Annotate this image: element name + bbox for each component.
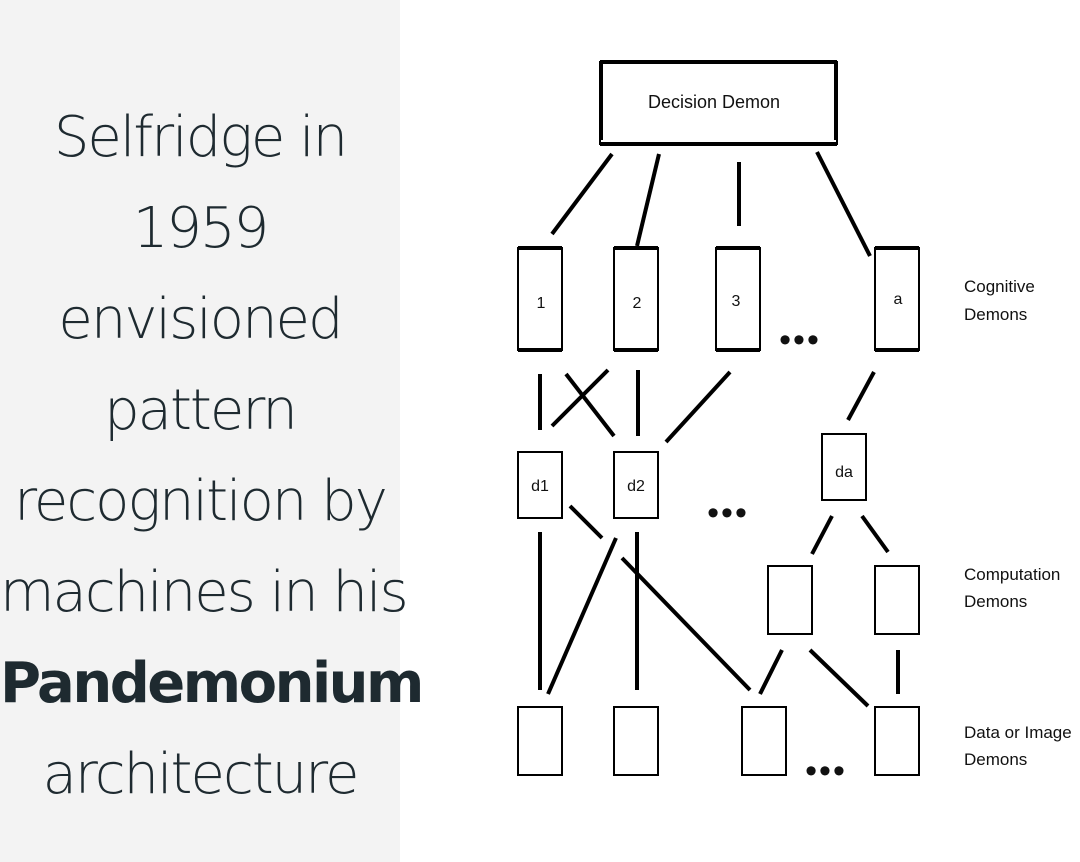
feature-demons-row: d1 d2 da ••• bbox=[517, 433, 867, 532]
cognitive-demon-1: 1 bbox=[517, 246, 563, 352]
cognitive-feature-links bbox=[538, 368, 876, 444]
caption-line-3: envisioned bbox=[58, 287, 343, 352]
label-computation-line-2: Demons bbox=[964, 592, 1027, 611]
feature-demon-d2-label: d2 bbox=[627, 478, 645, 495]
link-2-d1 bbox=[550, 368, 610, 428]
cognitive-demon-2: 2 bbox=[613, 246, 659, 352]
decision-links bbox=[550, 151, 872, 257]
caption-line-1: Selfridge in bbox=[53, 105, 348, 170]
caption-last-line: architecture bbox=[42, 742, 360, 807]
link-3-d2 bbox=[664, 370, 732, 444]
caption-line-2: 1959 bbox=[132, 196, 270, 261]
label-cognitive-line-2: Demons bbox=[964, 305, 1027, 324]
data-demon-1 bbox=[517, 706, 563, 776]
computation-demon-1 bbox=[767, 565, 813, 635]
cognitive-demon-2-label: 2 bbox=[633, 295, 642, 312]
cognitive-demon-a-label: a bbox=[894, 291, 903, 308]
data-demons-row: ••• bbox=[517, 706, 920, 790]
caption-line-5: recognition by bbox=[14, 469, 388, 534]
computation-demons-row bbox=[767, 565, 920, 635]
cognitive-demons-row: 1 2 3 a ••• bbox=[517, 246, 920, 359]
data-demon-4 bbox=[874, 706, 920, 776]
link-decision-a bbox=[815, 151, 872, 257]
feature-demon-d1: d1 bbox=[517, 451, 563, 519]
caption-bold-term: Pandemonium bbox=[0, 651, 424, 716]
decision-demon-box: Decision Demon bbox=[599, 60, 838, 146]
link-a-da bbox=[846, 371, 876, 421]
caption-panel bbox=[0, 0, 400, 862]
cognitive-demon-3-label: 3 bbox=[732, 293, 741, 310]
cognitive-demon-3: 3 bbox=[715, 246, 761, 352]
data-demon-2 bbox=[613, 706, 659, 776]
feature-computation-links bbox=[810, 514, 890, 555]
link-comp1-data4 bbox=[808, 648, 870, 708]
label-computation-line-1: Computation bbox=[964, 565, 1060, 584]
caption-line-4: pattern bbox=[104, 378, 298, 443]
level-labels: Cognitive Demons Computation Demons Data… bbox=[964, 277, 1072, 769]
link-1-d2 bbox=[564, 372, 616, 438]
cognitive-demon-1-frame bbox=[517, 247, 563, 351]
link-decision-1 bbox=[550, 152, 614, 236]
caption-line-6: machines in his bbox=[0, 560, 409, 625]
link-d2-data3 bbox=[620, 556, 752, 692]
label-data-line-1: Data or Image bbox=[964, 723, 1072, 742]
feature-demon-da-label: da bbox=[835, 464, 853, 481]
link-da-comp2 bbox=[860, 514, 890, 554]
link-d1-mid bbox=[568, 504, 604, 540]
feature-demon-da: da bbox=[821, 433, 867, 501]
data-ellipsis: ••• bbox=[805, 752, 847, 790]
data-links bbox=[538, 504, 900, 708]
link-comp1-data3 bbox=[758, 649, 784, 695]
cognitive-demon-a: a bbox=[874, 246, 920, 352]
feature-demon-d2: d2 bbox=[613, 451, 659, 519]
decision-demon-label: Decision Demon bbox=[648, 92, 780, 112]
feature-demon-da-frame bbox=[821, 433, 867, 501]
link-d2-data1 bbox=[546, 537, 618, 695]
link-decision-2 bbox=[635, 153, 661, 247]
cognitive-ellipsis: ••• bbox=[779, 321, 821, 359]
label-data-line-2: Demons bbox=[964, 750, 1027, 769]
feature-demon-d2-frame bbox=[613, 451, 659, 519]
cognitive-demon-1-label: 1 bbox=[537, 295, 546, 312]
feature-ellipsis: ••• bbox=[707, 494, 749, 532]
computation-demon-2 bbox=[874, 565, 920, 635]
data-demon-3 bbox=[741, 706, 787, 776]
caption-text: Selfridge in 1959 envisioned pattern rec… bbox=[0, 92, 424, 820]
feature-demon-d1-label: d1 bbox=[531, 478, 549, 495]
feature-demon-d1-frame bbox=[517, 451, 563, 519]
cognitive-demon-3-frame bbox=[715, 247, 761, 351]
link-da-comp1 bbox=[810, 515, 834, 555]
label-cognitive-line-1: Cognitive bbox=[964, 277, 1035, 296]
